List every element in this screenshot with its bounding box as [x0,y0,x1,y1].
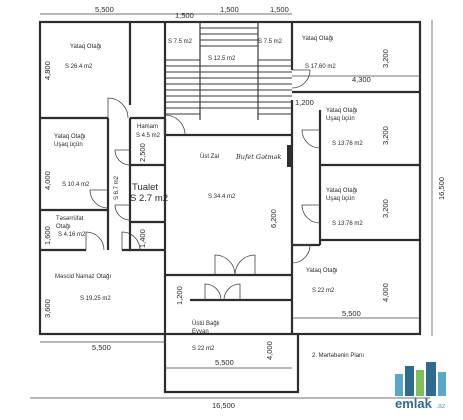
room-tl-name: Yataq Otağı [70,44,102,50]
dim-right-top-height: 3,200 [381,49,390,68]
dim-child-left-height: 4,000 [43,171,52,190]
room-hall-note: Bufet Gətmək [235,153,282,161]
room-storage-sub: Otağı [56,224,71,230]
room-child-right2-sub: Uşaq üçün [326,196,355,202]
room-stair-right-area: S 7.5 m2 [258,39,283,45]
dim-right-small-gap: 1,200 [295,98,314,107]
door-child-right-2 [301,204,321,224]
room-tl-area: S 26.4 m2 [65,64,93,70]
dim-storage-height: 1,600 [43,226,52,245]
door-child-left [89,189,109,209]
dim-landing-height: 1,200 [175,286,184,305]
dim-hall-height: 6,200 [269,209,278,228]
dim-right-bottom-height: 4,000 [381,283,390,302]
logo-text: emlak [395,396,433,411]
room-child-left-sub: Uşaq üçün [54,142,83,148]
logo-suffix: .az [436,403,446,410]
dim-bath-height: 2,500 [138,143,147,162]
buildings-icon: emlak .az [395,362,446,411]
dim-right-child2-height: 3,200 [381,199,390,218]
stairs-center [199,22,259,120]
dimension-lines [30,13,433,399]
room-terrace-name: Üstü Bağlı [192,320,220,327]
hall-window [287,145,292,167]
door-tl-bedroom [107,97,129,119]
room-child-right1-area: S 13.76 m2 [332,141,363,147]
dim-right-child1-height: 3,200 [381,126,390,145]
stairs-right [258,59,292,115]
room-corridor-area: S 6.7 m2 [114,175,120,200]
dim-terrace-height: 4,000 [265,341,274,360]
room-child-right1-sub: Uşaq üçün [326,116,355,122]
dim-total-width: 16,500 [212,401,235,410]
room-storage-area: S 4.16 m2 [58,232,86,238]
door-terrace-left [214,254,236,276]
room-child-right1-name: Yataq Otağı [326,108,358,114]
room-br-name: Yataq Otağı [306,268,338,274]
emlak-logo: emlak .az [391,360,453,412]
dim-right-bottom-width: 5,500 [342,309,361,318]
room-prayer-area: S 19.25 m2 [80,296,111,302]
outer-wall [38,20,422,336]
room-bathroom-area: S 4.5 m2 [136,133,161,139]
room-storage-name: Təsərrüfat [56,216,84,222]
door-landing-right [223,283,241,301]
door-hall-left [164,114,186,136]
dim-top-mid-1: 1,500 [175,11,194,20]
room-child-right2-area: S 13.76 m2 [332,221,363,227]
room-hall-area: S 34.4 m2 [208,194,236,200]
dim-top-left: 5,500 [95,5,114,14]
door-storage [85,231,105,251]
door-child-right-1 [301,129,321,149]
dim-prayer-height: 3,600 [43,299,52,318]
door-br-bedroom [291,244,311,264]
room-child-left-area: S 10.4 m2 [62,182,90,188]
dim-bedroom-tl-height: 4,800 [43,61,52,80]
door-terrace-right [234,254,256,276]
dim-top-mid-2: 1,500 [220,5,239,14]
room-child-right2-name: Yataq Otağı [326,188,358,194]
terrace-outer-wall [163,334,300,394]
room-stair-left-area: S 7.5 m2 [168,39,193,45]
dim-top-mid-3: 1,500 [270,5,289,14]
room-bathroom-name: Hamam [137,124,158,130]
door-toilet [114,204,131,221]
room-toilet-name: Tualet [132,182,158,193]
dim-bottom-terrace: 5,500 [215,358,234,367]
room-br-area: S 22 m2 [312,288,335,294]
room-terrace-area: S 22 m2 [192,346,215,352]
dim-right-top-width: 4,300 [352,75,371,84]
door-bath [114,149,131,166]
dim-bottom-left: 5,500 [92,343,111,352]
dim-total-height: 16,500 [437,177,446,200]
dim-corridor-height: 1,400 [138,229,147,248]
room-tr-name: Yataq Otağı [302,36,334,42]
door-tr-bedroom [291,69,311,89]
door-prayer [121,231,141,251]
plan-caption: 2. Mərtəbənin Planı [312,353,364,359]
room-prayer-name: Məscid Namaz Otağı [55,274,111,280]
room-child-left-name: Yataq Otağı [54,134,86,140]
room-tr-area: S 17.60 m2 [305,64,336,70]
stairs-left [165,59,200,115]
room-toilet-area: S 2.7 m2 [130,193,168,204]
room-stair-center-area: S 12.5 m2 [208,56,236,62]
door-landing-left [204,283,222,301]
room-hall-name: Üst Zal [200,153,219,160]
room-terrace-sub: Eyvan [192,329,209,335]
